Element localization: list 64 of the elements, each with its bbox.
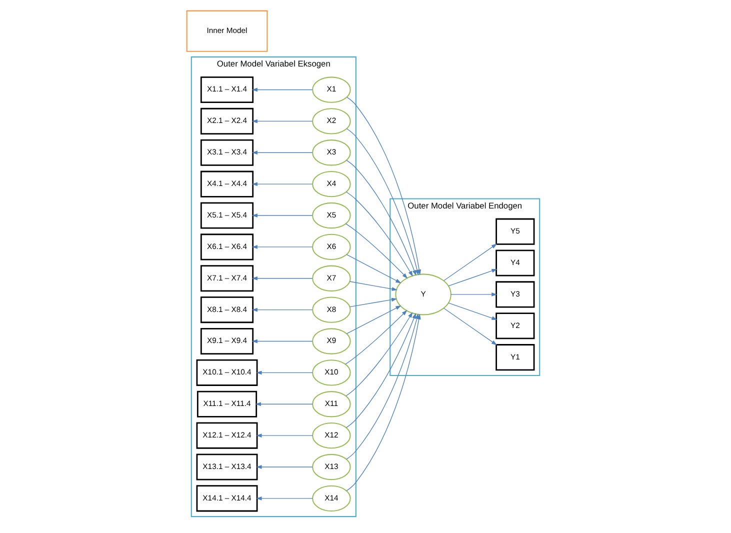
arrow bbox=[252, 150, 313, 155]
node-ellipse: X1 bbox=[312, 76, 351, 103]
arrow bbox=[448, 268, 498, 286]
arrow bbox=[255, 402, 313, 406]
arrow bbox=[444, 308, 498, 346]
node-box: X8.1 – X8.4 bbox=[200, 296, 254, 324]
arrow bbox=[252, 276, 313, 280]
node-box: X11.1 – X11.4 bbox=[196, 390, 258, 418]
arrow bbox=[252, 308, 313, 312]
node-box: Y2 bbox=[496, 312, 535, 340]
node-ellipse: X10 bbox=[312, 360, 351, 386]
node-box: X13.1 – X13.4 bbox=[196, 454, 258, 480]
node-box: X10.1 – X10.4 bbox=[196, 359, 258, 386]
node-box: X12.1 – X12.4 bbox=[196, 422, 258, 449]
arrow bbox=[346, 192, 413, 277]
arrow bbox=[256, 434, 313, 438]
arrow bbox=[345, 310, 408, 365]
arrow bbox=[450, 292, 498, 296]
node-ellipse: X7 bbox=[312, 265, 351, 292]
arrow bbox=[252, 214, 313, 218]
arrow bbox=[448, 302, 498, 320]
node-ellipse: X12 bbox=[312, 422, 351, 449]
arrow bbox=[349, 298, 398, 308]
node-ellipse: X11 bbox=[312, 391, 351, 418]
node-box: Y1 bbox=[496, 344, 535, 371]
node-box: Y5 bbox=[496, 218, 535, 245]
arrow bbox=[252, 88, 313, 92]
node-ellipse: X13 bbox=[312, 454, 351, 480]
node-ellipse: X9 bbox=[312, 328, 351, 354]
node-box: X14.1 – X14.4 bbox=[196, 485, 258, 512]
arrow bbox=[252, 339, 313, 344]
node-box: Y3 bbox=[496, 281, 535, 308]
arrow bbox=[444, 244, 498, 281]
node-ellipse: X2 bbox=[312, 108, 351, 134]
arrow bbox=[252, 182, 313, 186]
arrow bbox=[346, 312, 413, 396]
node-ellipse: X5 bbox=[312, 202, 351, 229]
node-box: X2.1 – X2.4 bbox=[200, 108, 254, 134]
node-ellipse: X6 bbox=[312, 234, 351, 260]
arrow bbox=[346, 128, 420, 276]
arrow bbox=[252, 244, 313, 249]
arrow bbox=[252, 119, 313, 124]
arrow bbox=[256, 370, 313, 375]
node-box: X1.1 – X1.4 bbox=[200, 76, 254, 104]
node-box: Inner Model bbox=[186, 10, 268, 52]
arrow bbox=[346, 254, 402, 284]
arrow bbox=[345, 223, 408, 279]
node-ellipse: X3 bbox=[312, 140, 351, 166]
node-box: X9.1 – X9.4 bbox=[200, 328, 254, 355]
arrow bbox=[346, 313, 416, 428]
arrow bbox=[346, 160, 416, 276]
arrow bbox=[256, 465, 313, 469]
arrow bbox=[349, 281, 398, 291]
node-box: X5.1 – X5.4 bbox=[200, 202, 254, 229]
node-box: X4.1 – X4.4 bbox=[200, 170, 254, 198]
node-box: X6.1 – X6.4 bbox=[200, 234, 254, 260]
node-ellipse: X14 bbox=[312, 485, 351, 512]
node-box: X7.1 – X7.4 bbox=[200, 265, 254, 292]
node-ellipse: X4 bbox=[312, 170, 351, 198]
node-box: X3.1 – X3.4 bbox=[200, 139, 254, 166]
node-ellipse: X8 bbox=[312, 296, 351, 323]
arrow bbox=[346, 305, 402, 334]
node-box: Y4 bbox=[496, 250, 535, 276]
arrow bbox=[256, 496, 313, 500]
